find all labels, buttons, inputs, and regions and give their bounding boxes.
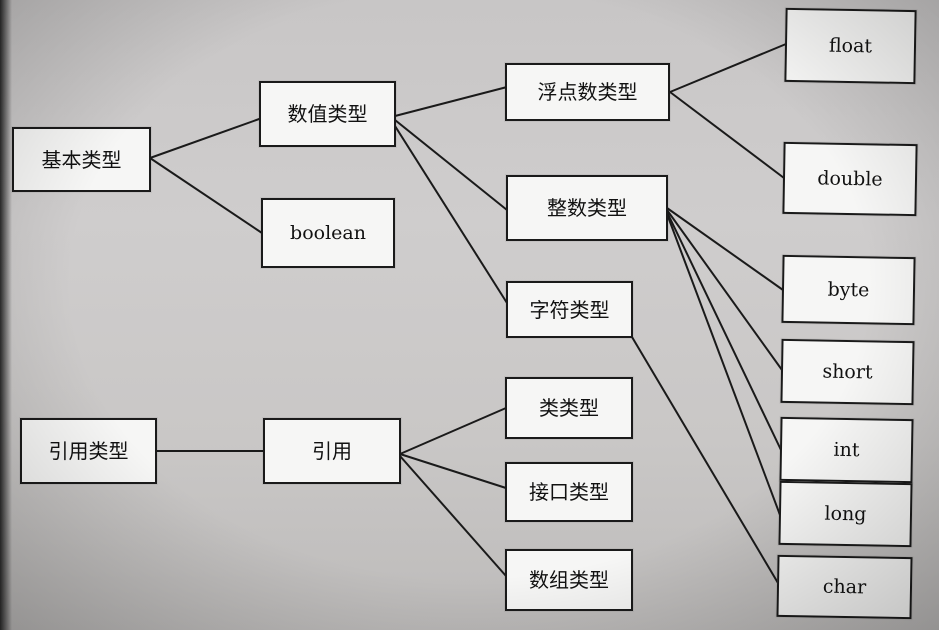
edge-ref-array (399, 455, 507, 577)
node-integer-types: 整数类型 (506, 175, 668, 241)
node-boolean: boolean (261, 198, 395, 268)
edge-basic-numeric (149, 117, 263, 159)
edge-fp-float (669, 43, 787, 93)
edge-basic-boolean (149, 157, 263, 234)
edge-integer-long (666, 213, 781, 516)
edge-character-char (631, 336, 779, 584)
edge-numeric-float (394, 86, 508, 117)
node-reference-types: 引用类型 (20, 418, 157, 484)
node-character-type: 字符类型 (506, 281, 633, 338)
node-reference: 引用 (263, 418, 401, 484)
node-char: char (776, 554, 913, 620)
edge-numeric-integer (394, 119, 508, 211)
node-floating-point-types: 浮点数类型 (505, 63, 670, 121)
edge-integer-int (666, 211, 782, 451)
edge-numeric-char (394, 125, 508, 304)
node-int: int (779, 416, 914, 484)
node-long: long (778, 480, 913, 548)
node-byte: byte (781, 254, 916, 326)
edge-fp-double (669, 91, 785, 179)
node-float: float (784, 7, 917, 85)
node-basic-types: 基本类型 (12, 127, 151, 192)
node-class-type: 类类型 (505, 377, 633, 439)
edge-ref-class (399, 407, 507, 455)
edge-integer-short (666, 209, 783, 371)
edge-integer-byte (666, 207, 784, 291)
node-interface-type: 接口类型 (505, 462, 633, 522)
node-double: double (782, 141, 918, 217)
node-short: short (780, 338, 915, 406)
node-numeric-types: 数值类型 (259, 81, 396, 147)
edge-ref-interface (399, 453, 507, 489)
node-array-type: 数组类型 (505, 549, 633, 611)
